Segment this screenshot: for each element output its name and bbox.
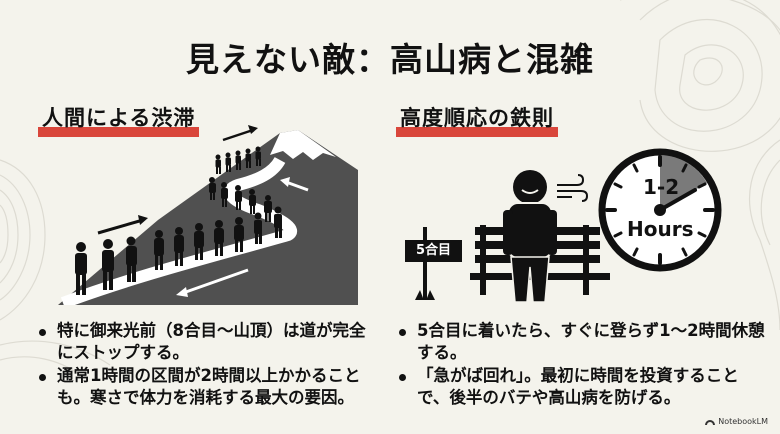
arrow-left-icon	[176, 268, 249, 297]
right-section-heading: 高度順応の鉄則	[396, 102, 558, 137]
bullet-item: 「急がば回れ」。最初に時間を投資することで、後半のバテや高山病を防げる。	[395, 365, 765, 409]
arrow-up-right-icon	[222, 125, 258, 142]
acclimatization-illustration: 5合目 1-2 Hours	[405, 145, 765, 305]
right-heading-text: 高度順応の鉄則	[400, 106, 554, 130]
signpost-icon	[405, 227, 462, 300]
left-bullet-list: 特に御来光前（8合目〜山頂）は道が完全にストップする。 通常1時間の区間が2時間…	[35, 320, 375, 410]
slide-title: 見えない敵：高山病と混雑	[186, 40, 594, 79]
arrow-up-left-icon	[280, 177, 309, 192]
left-section-heading: 人間による渋滞	[38, 102, 200, 137]
clock-label-top: 1-2	[643, 175, 680, 199]
bullet-item: 5合目に着いたら、すぐに登らず1〜2時間休憩する。	[395, 320, 765, 364]
arrow-up-right-icon	[97, 215, 148, 235]
bullet-item: 特に御来光前（8合目〜山頂）は道が完全にストップする。	[35, 320, 375, 364]
resting-hiker-icon	[503, 170, 557, 303]
mountain-hikers-illustration	[58, 125, 358, 305]
brand-label: NotebookLM	[718, 417, 768, 426]
sign-label: 5合目	[415, 243, 452, 258]
clock-icon	[598, 148, 722, 272]
left-heading-text: 人間による渋滞	[42, 106, 196, 130]
right-bullet-list: 5合目に着いたら、すぐに登らず1〜2時間休憩する。 「急がば回れ」。最初に時間を…	[395, 320, 765, 410]
clock-label-bottom: Hours	[627, 217, 694, 241]
notebooklm-logo-icon	[705, 420, 716, 425]
breath-wind-icon	[557, 174, 589, 202]
hiker-icons	[75, 146, 282, 295]
bullet-item: 通常1時間の区間が2時間以上かかることも。寒さで体力を消耗する最大の要因。	[35, 365, 375, 409]
snow-cap-icon	[270, 130, 336, 160]
brand-watermark: NotebookLM	[705, 417, 768, 426]
